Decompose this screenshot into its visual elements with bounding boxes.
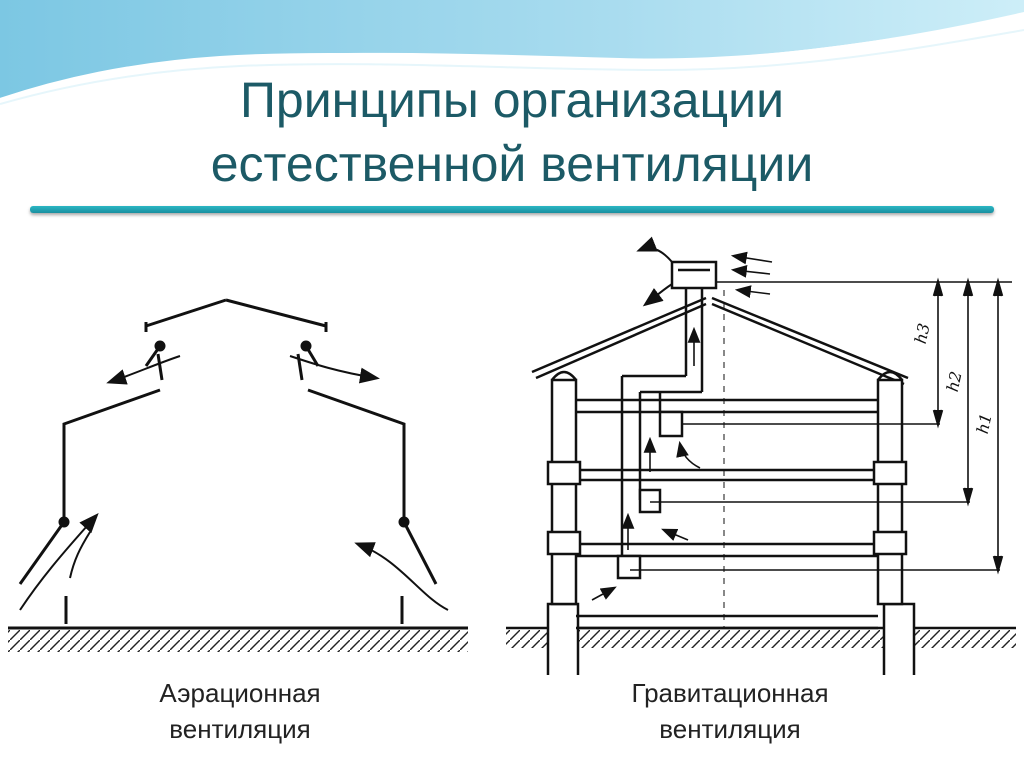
title-line-1: Принципы организации: [239, 72, 785, 128]
roof-right: [225, 298, 327, 328]
roof-left: [145, 298, 227, 328]
ventilation-diagrams: [8, 236, 1016, 675]
slide-title: Принципы организации естественной вентил…: [0, 68, 1024, 196]
caption-aeration-line-1: Аэрационная: [159, 678, 321, 708]
aeration-building-drawing: [8, 298, 468, 652]
right-wall: [307, 388, 406, 520]
title-underline: [30, 206, 994, 213]
caption-gravity: Гравитационная вентиляция: [580, 675, 880, 747]
header-wave-decoration: [0, 0, 1024, 105]
gravity-building-drawing: [506, 236, 1016, 675]
caption-aeration-line-2: вентиляция: [169, 714, 311, 744]
left-wall: [62, 388, 161, 520]
caption-aeration: Аэрационная вентиляция: [100, 675, 380, 747]
caption-gravity-line-1: Гравитационная: [631, 678, 829, 708]
title-line-2: естественной вентиляции: [210, 136, 814, 192]
caption-gravity-line-2: вентиляция: [659, 714, 801, 744]
